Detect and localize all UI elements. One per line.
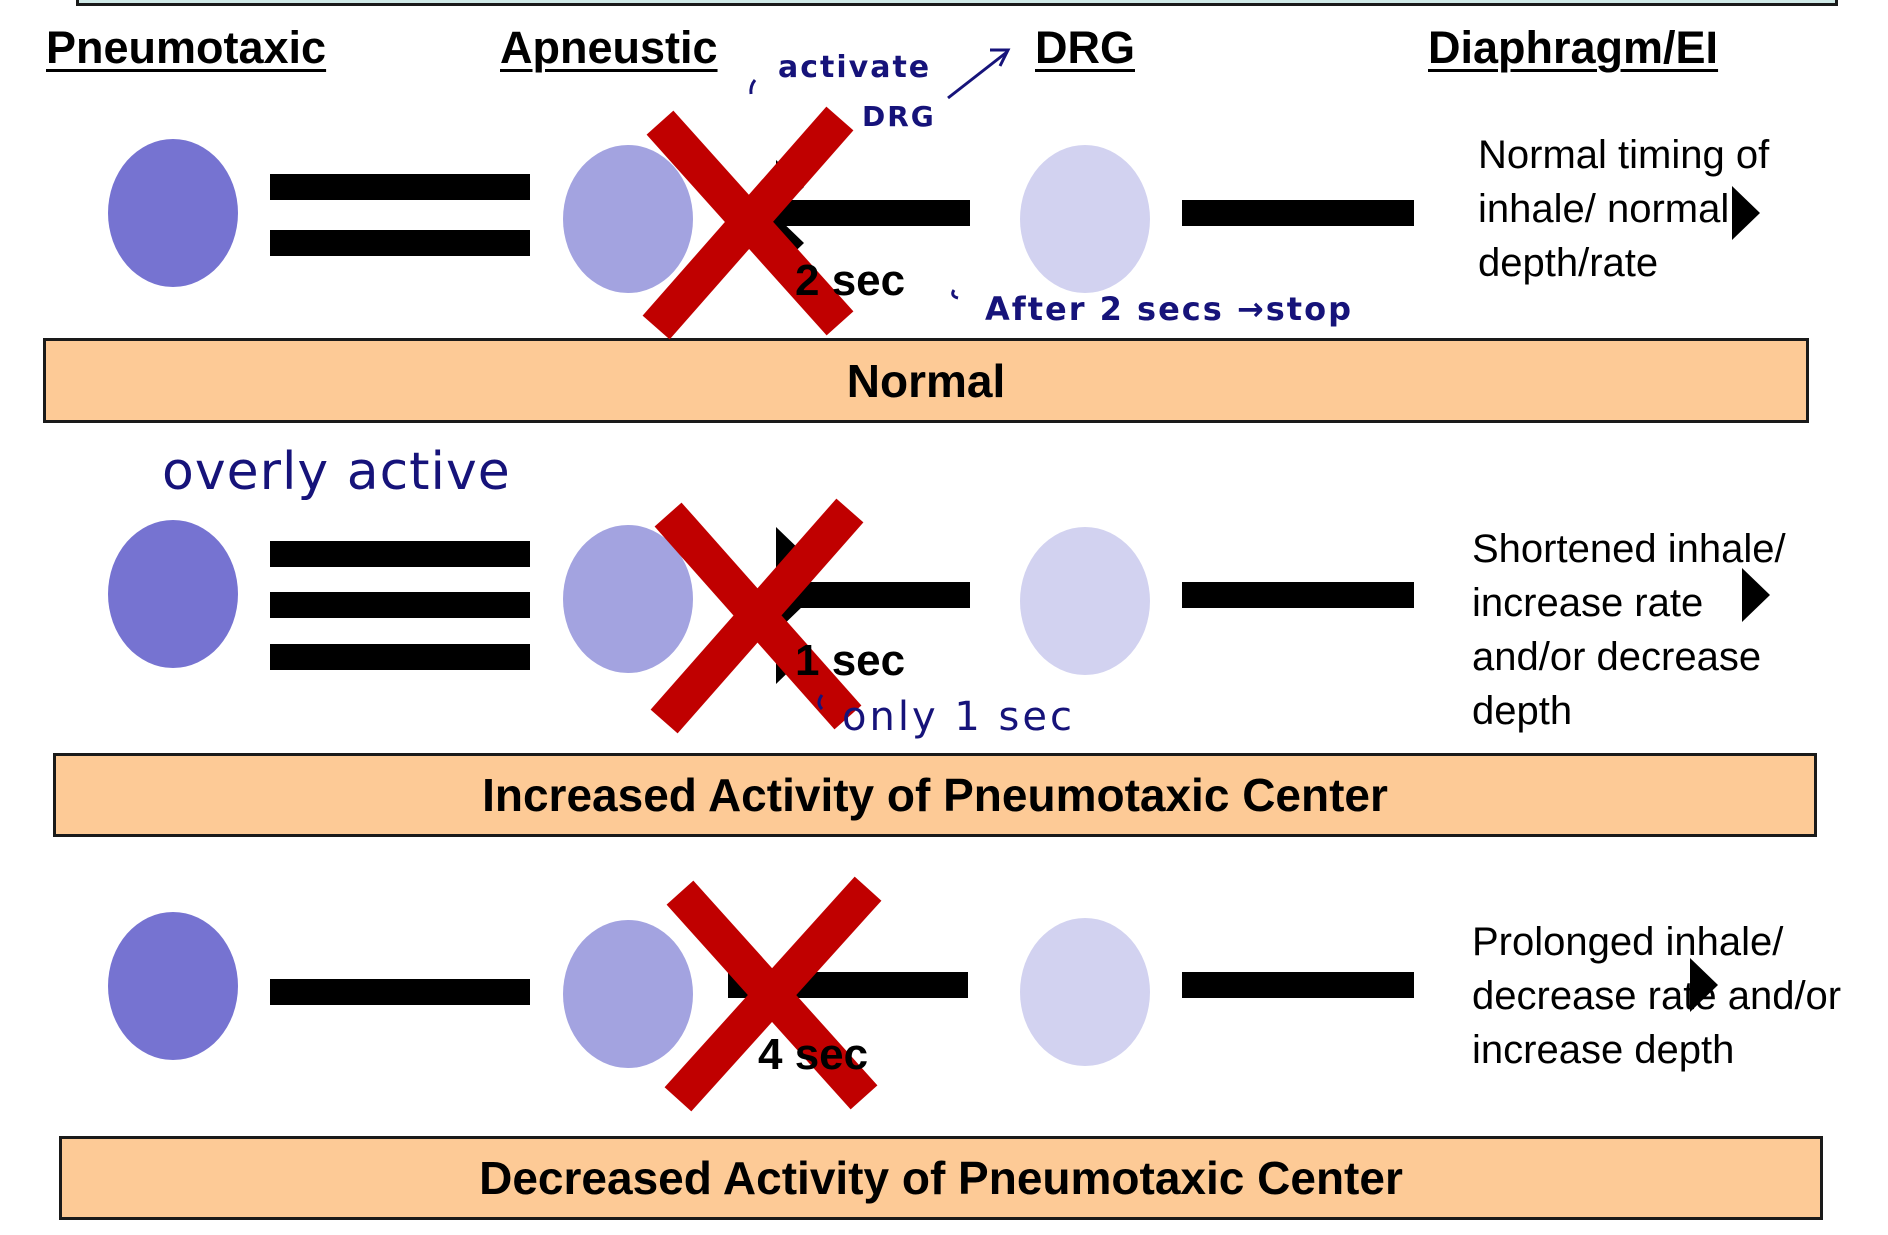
x-cross-icon <box>642 106 854 340</box>
duration-label: 1 sec <box>795 636 906 685</box>
x-cross-icon <box>664 876 882 1112</box>
note-drg: DRG <box>862 100 936 133</box>
result-text: Normal timing of inhale/ normal depth/ra… <box>1478 133 1770 285</box>
note-only-1-sec: only 1 sec <box>842 694 1075 740</box>
apneustic-circle <box>563 920 693 1068</box>
pneumotaxic-circle <box>108 520 238 668</box>
banner-decreased: Decreased Activity of Pneumotaxic Center <box>59 1136 1823 1220</box>
x-cross-icon <box>650 498 864 734</box>
note-after-2-secs: After 2 secs →stop <box>985 290 1353 328</box>
header-pneumotaxic: Pneumotaxic <box>46 22 327 73</box>
header-drg: DRG <box>1035 22 1135 73</box>
pneumotaxic-circle <box>108 912 238 1060</box>
drg-circle <box>1020 145 1150 293</box>
banner-normal: Normal <box>43 338 1809 423</box>
note-overly-active: overly active <box>162 442 511 502</box>
duration-label: 4 sec <box>758 1030 869 1079</box>
banner-increased: Increased Activity of Pneumotaxic Center <box>53 753 1817 837</box>
duration-label: 2 sec <box>795 256 906 305</box>
header-diaphragm: Diaphragm/EI <box>1428 22 1719 73</box>
drg-circle <box>1020 918 1150 1066</box>
top-frame <box>76 0 1838 6</box>
result-text: Prolonged inhale/ decrease rate and/or i… <box>1472 920 1842 1072</box>
note-activate: activate <box>778 50 932 85</box>
apneustic-circle <box>563 525 693 673</box>
apneustic-circle <box>563 145 693 293</box>
header-apneustic: Apneustic <box>500 22 718 73</box>
result-text: Shortened inhale/ increase rate and/or d… <box>1472 527 1786 733</box>
drg-circle <box>1020 527 1150 675</box>
pneumotaxic-circle <box>108 139 238 287</box>
